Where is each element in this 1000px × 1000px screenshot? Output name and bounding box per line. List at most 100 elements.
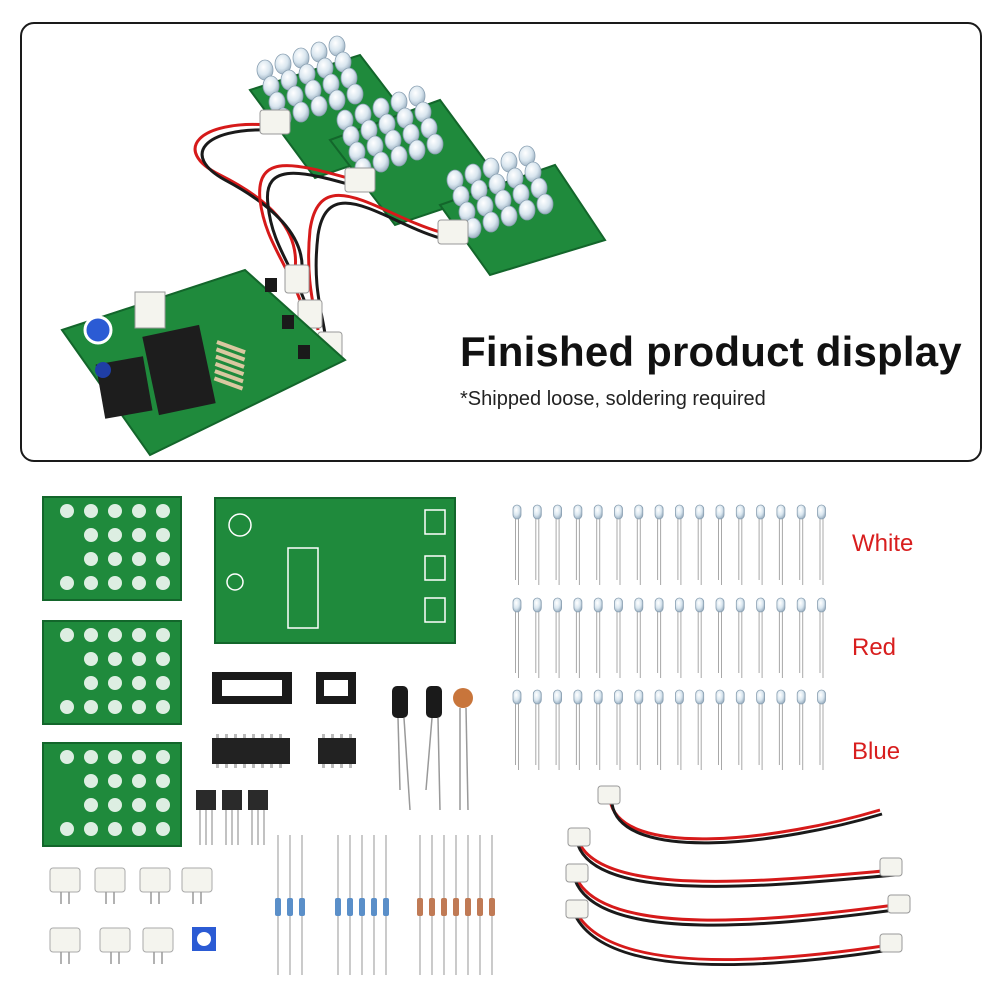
loose-led: [796, 689, 806, 705]
loose-led: [553, 689, 562, 705]
ic-pin: [331, 734, 334, 738]
loose-led: [756, 597, 765, 613]
assembled-led: [372, 151, 390, 173]
pcb-pad: [132, 552, 146, 566]
loose-led: [614, 597, 623, 613]
pcb-pad: [108, 822, 122, 836]
pcb-pad: [108, 628, 122, 642]
loose-led: [532, 504, 542, 520]
loose-led: [634, 597, 644, 613]
ic-pin: [252, 734, 255, 738]
pcb-pad: [108, 576, 122, 590]
pcb-pad: [60, 700, 74, 714]
resistor: [287, 898, 293, 916]
pcb-pad: [60, 750, 74, 764]
loose-led: [817, 504, 826, 520]
assembled-led: [310, 95, 328, 117]
cable-connectors: [565, 785, 911, 953]
loose-led: [715, 597, 725, 613]
diode: [465, 898, 471, 916]
pcb-pad: [108, 798, 122, 812]
wire-connector: [49, 927, 81, 953]
pcb-pad: [156, 774, 170, 788]
loose-led: [614, 504, 623, 520]
loose-led: [532, 597, 542, 613]
electrolytic-capacitor-1: [392, 686, 411, 811]
pcb-pad: [156, 576, 170, 590]
diode: [441, 898, 447, 916]
pcb-pad: [132, 700, 146, 714]
pcb-pad: [84, 576, 98, 590]
pcb-pad: [108, 700, 122, 714]
wire-connectors: [49, 867, 213, 964]
diode: [453, 898, 459, 916]
pcb-pad: [156, 822, 170, 836]
loose-led: [796, 597, 806, 613]
pcb-pad: [84, 750, 98, 764]
assembled-diode: [214, 361, 245, 376]
assembled-diode: [216, 340, 246, 355]
loose-led: [715, 504, 725, 520]
ic-ne555: [318, 738, 356, 764]
loose-led: [512, 504, 522, 520]
pcb-pad: [156, 552, 170, 566]
pcb-pad: [132, 750, 146, 764]
loose-led: [634, 689, 644, 705]
ic-pin: [243, 764, 246, 768]
ic-pin: [270, 734, 273, 738]
loose-led: [776, 504, 786, 520]
pcb-pad: [84, 676, 98, 690]
wire-connector: [139, 867, 171, 893]
resistor: [275, 898, 281, 916]
pcb-pad: [156, 528, 170, 542]
assembled-led: [518, 199, 536, 221]
loose-led: [634, 504, 644, 520]
wire-connector: [142, 927, 174, 953]
pcb-pad: [156, 798, 170, 812]
pcb-pad: [132, 676, 146, 690]
pcb-pad: [108, 552, 122, 566]
loose-led: [654, 689, 664, 705]
assembled-led: [408, 139, 426, 161]
transistor: [222, 790, 242, 810]
led-label-white: White: [852, 530, 914, 557]
assembled-led: [328, 89, 346, 111]
pcb-pad: [84, 822, 98, 836]
pcb-pad: [156, 652, 170, 666]
transistor: [196, 790, 216, 810]
loose-led: [593, 597, 603, 613]
pcb-pad: [132, 628, 146, 642]
diode: [417, 898, 423, 916]
connection-cables: [573, 799, 896, 967]
loose-led: [735, 504, 745, 520]
controller-pcb-bare: [214, 497, 456, 644]
ic-pin: [234, 734, 237, 738]
electrolytic-capacitor-2: [425, 686, 442, 811]
pcb-pad: [156, 504, 170, 518]
loose-led: [614, 689, 623, 705]
loose-led: [512, 689, 522, 705]
ic-pin: [252, 764, 255, 768]
led-label-red: Red: [852, 634, 897, 661]
loose-led: [553, 504, 562, 520]
loose-led: [654, 597, 664, 613]
pcb-pad: [132, 798, 146, 812]
resistor: [371, 898, 377, 916]
ic-socket-8pin: [316, 672, 356, 704]
loose-led: [695, 689, 705, 705]
pcb-pad: [108, 528, 122, 542]
loose-led: [675, 504, 684, 520]
assembled-diode: [214, 369, 244, 384]
ic-pin: [340, 734, 343, 738]
transistors: [196, 790, 268, 845]
loose-led: [776, 597, 786, 613]
pcb-pad: [108, 774, 122, 788]
pcb-pad: [132, 652, 146, 666]
assembled-led: [292, 101, 310, 123]
controller-board-assembled: [60, 268, 347, 457]
wire-connector: [181, 867, 213, 893]
loose-led: [695, 504, 705, 520]
assembled-diode: [213, 376, 244, 391]
pcb-pad: [132, 822, 146, 836]
